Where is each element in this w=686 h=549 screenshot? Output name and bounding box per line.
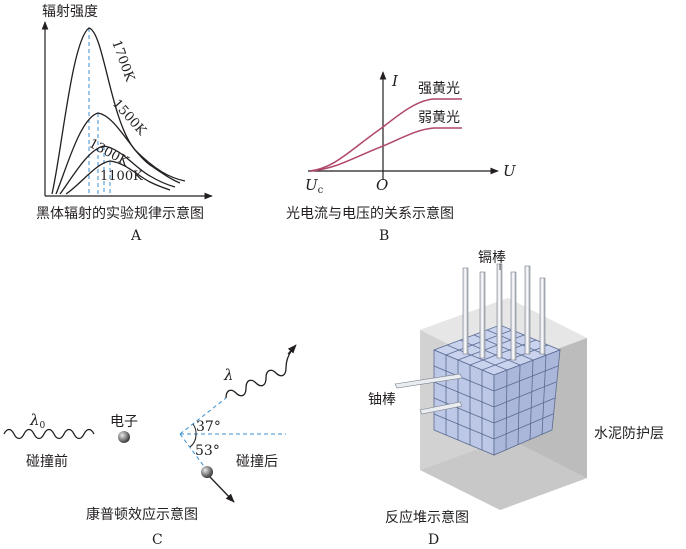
- c-lambda0: λ0: [29, 411, 46, 431]
- c-angle-top: 37°: [196, 419, 221, 435]
- c-scattered-arrow: [287, 344, 297, 355]
- label-1700k: 1700K: [108, 38, 137, 84]
- panel-a: 辐射强度 1700K 1500K 1300K 1100K 黑体辐射的实验规律示意…: [36, 4, 213, 244]
- panel-d: 镉棒 铀棒 水泥防护层 反应堆示意图 D: [368, 250, 664, 548]
- curve-weak-yellow: [309, 127, 462, 172]
- a-letter: A: [130, 228, 142, 244]
- c-arc-bottom: [189, 433, 197, 448]
- c-lambda0-sub: 0: [40, 421, 46, 431]
- a-curves: [51, 27, 186, 195]
- c-caption: 康普顿效应示意图: [86, 506, 198, 523]
- b-uc-sub: c: [318, 185, 324, 196]
- a-axis-label: 辐射强度: [42, 4, 98, 20]
- b-y-label: I: [391, 72, 399, 90]
- c-electron-rest: [118, 431, 130, 443]
- d-concrete-base: [420, 438, 587, 510]
- c-angle-bottom: 53°: [195, 443, 220, 459]
- panel-c: λ0 碰撞前 电子 λ 37° 53° 碰撞后 康普顿效应示意图 C: [3, 344, 297, 548]
- label-1100k: 1100K: [100, 169, 143, 184]
- c-arc-top: [192, 423, 197, 435]
- c-letter: C: [152, 532, 163, 548]
- c-lambda0-main: λ: [29, 411, 40, 429]
- c-lambda: λ: [223, 366, 234, 384]
- d-u-label: 铀棒: [368, 392, 396, 408]
- c-electron-dash: [179, 433, 207, 470]
- curve-1300k: [59, 145, 176, 195]
- b-uc-main: U: [305, 176, 319, 194]
- a-peak-dashes: [88, 28, 111, 196]
- d-caption: 反应堆示意图: [385, 509, 469, 526]
- label-1500k: 1500K: [109, 97, 149, 139]
- d-letter: D: [428, 532, 439, 548]
- b-caption: 光电流与电压的关系示意图: [286, 205, 454, 222]
- d-fuel-rods: [394, 373, 463, 415]
- curve-strong-yellow: [309, 98, 462, 172]
- b-curves: [309, 98, 462, 172]
- b-weak-label: 弱黄光: [418, 109, 460, 126]
- b-uc-label: Uc: [305, 176, 324, 196]
- c-electron-recoil: [201, 466, 213, 478]
- c-incoming-photon: [3, 428, 95, 440]
- c-after-label: 碰撞后: [236, 454, 278, 470]
- panel-b: I U O Uc 强黄光 弱黄光 光电流与电压的关系示意图 B: [286, 71, 517, 244]
- c-photon-dash: [179, 397, 227, 435]
- c-before-label: 碰撞前: [26, 453, 68, 470]
- b-letter: B: [379, 228, 389, 244]
- c-electron-label: 电子: [110, 414, 138, 430]
- b-x-label: U: [503, 162, 517, 180]
- d-wall-label: 水泥防护层: [594, 426, 664, 442]
- curve-1500k: [55, 112, 181, 195]
- b-origin-label: O: [376, 176, 388, 194]
- c-scattered-photon: [225, 349, 293, 399]
- curve-1100k: [65, 160, 171, 195]
- curve-1700k: [51, 27, 186, 195]
- b-strong-label: 强黄光: [418, 80, 460, 97]
- d-cd-label: 镉棒: [478, 250, 506, 266]
- c-recoil-arrow: [209, 476, 235, 503]
- label-1300k: 1300K: [86, 136, 131, 169]
- a-caption: 黑体辐射的实验规律示意图: [36, 205, 204, 222]
- d-control-rods: [462, 263, 546, 361]
